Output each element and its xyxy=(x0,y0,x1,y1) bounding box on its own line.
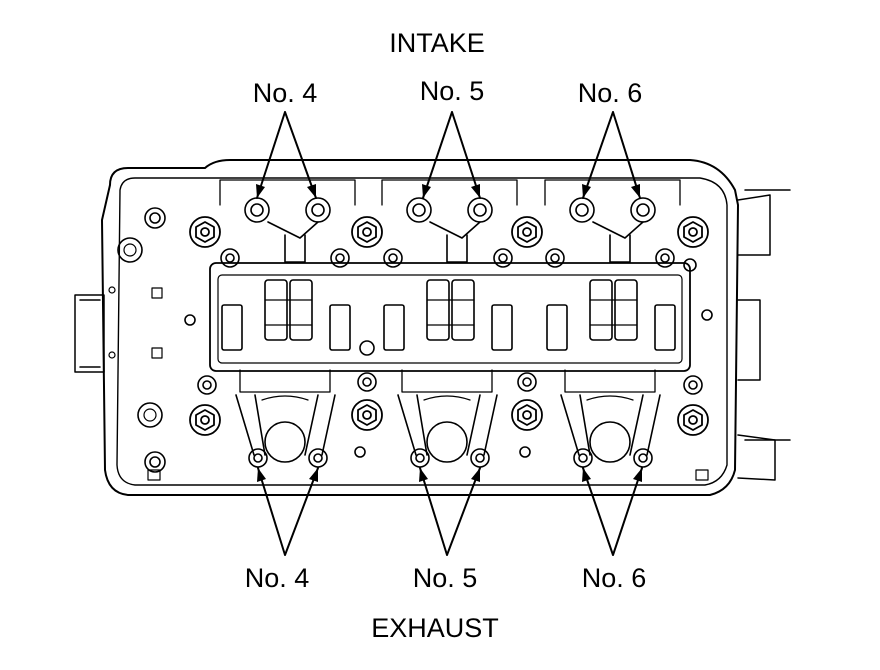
exhaust-cylinder-no5-label: No. 5 xyxy=(412,563,478,593)
exhaust-label: EXHAUST xyxy=(371,613,499,643)
arrow-exhaust-no4 xyxy=(257,467,319,556)
arrow-exhaust-no6 xyxy=(582,467,643,556)
exhaust-cylinder-no4-label: No. 4 xyxy=(244,563,310,593)
arrow-exhaust-no5 xyxy=(419,467,481,556)
exhaust-cylinder-no6-label: No. 6 xyxy=(581,563,647,593)
gasket-rail xyxy=(209,262,691,372)
intake-label: INTAKE xyxy=(389,28,485,58)
right-end-flange xyxy=(737,194,776,481)
exhaust-leader-arrows xyxy=(257,467,643,556)
left-end-boss xyxy=(137,402,163,428)
cylinder-sections xyxy=(219,179,681,468)
small-bolts xyxy=(144,207,713,473)
arrow-intake-no4 xyxy=(256,111,317,199)
head-bolts xyxy=(189,216,709,436)
head-outline xyxy=(101,159,739,496)
arrow-intake-no5 xyxy=(422,111,481,199)
left-end-flange xyxy=(74,294,105,373)
intake-cylinder-no6-label: No. 6 xyxy=(577,78,643,108)
intake-leader-arrows xyxy=(256,111,641,199)
arrow-intake-no6 xyxy=(582,111,641,199)
head-inner-outline xyxy=(116,177,728,486)
intake-cylinder-no4-label: No. 4 xyxy=(252,78,318,108)
left-end-boss xyxy=(117,237,143,263)
arrowheads xyxy=(256,184,642,482)
intake-cylinder-no5-label: No. 5 xyxy=(419,76,485,106)
